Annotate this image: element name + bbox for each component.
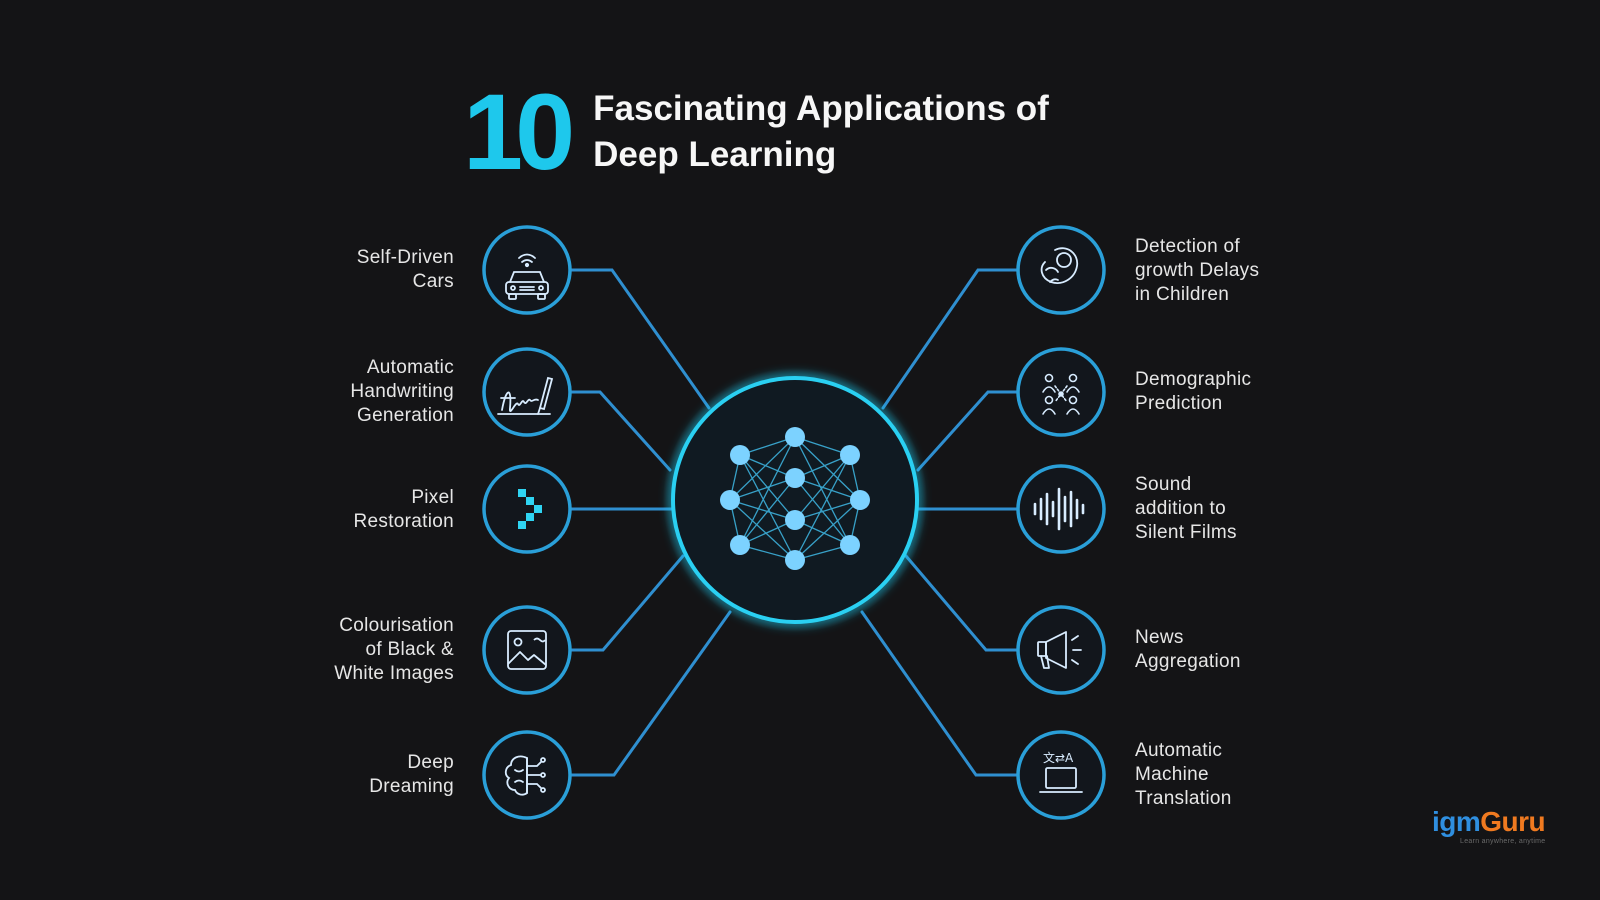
right-node-5: 文⇄A	[1016, 730, 1106, 820]
brand-tagline: Learn anywhere, anytime	[1460, 838, 1546, 845]
connector-right-1	[881, 268, 1019, 410]
image-icon	[507, 630, 547, 670]
label-line: Dreaming	[369, 776, 454, 797]
label-line: Automatic	[366, 357, 454, 378]
label-line: Handwriting	[350, 381, 454, 402]
title-line-1: Fascinating Applications of	[593, 89, 1049, 128]
label-line: Generation	[356, 405, 454, 426]
title-text: Fascinating Applications of Deep Learnin…	[593, 86, 1049, 178]
label-line: of Black &	[365, 639, 454, 660]
left-node-4	[482, 605, 572, 695]
label-right-1: Detection of growth Delays in Children	[1135, 235, 1259, 307]
label-line: Restoration	[353, 511, 454, 532]
translation-laptop-icon: 文⇄A	[1039, 750, 1083, 793]
right-node-1	[1016, 225, 1106, 315]
connector-left-4	[569, 554, 685, 652]
connector-left-5	[569, 610, 732, 777]
label-line: Self-Driven	[356, 247, 454, 268]
label-right-2: Demographic Prediction	[1135, 368, 1251, 416]
label-line: Sound	[1135, 474, 1192, 495]
central-hub	[663, 368, 927, 632]
title-number: 10	[463, 71, 575, 192]
label-line: Translation	[1135, 788, 1232, 809]
brain-circuit-icon	[504, 755, 546, 796]
title-block: 10 Fascinating Applications of Deep Lear…	[463, 78, 1049, 186]
megaphone-icon	[1037, 631, 1082, 669]
neural-network-icon	[720, 427, 870, 570]
label-line: News	[1135, 627, 1184, 648]
label-line: in Children	[1135, 284, 1230, 305]
connector-right-4	[904, 554, 1019, 652]
label-line: Cars	[412, 271, 454, 292]
right-node-4	[1016, 605, 1106, 695]
label-right-4: News Aggregation	[1135, 626, 1241, 674]
title-line-2: Deep Learning	[593, 135, 837, 174]
label-line: Pixel	[411, 487, 454, 508]
signature-pen-icon	[497, 376, 554, 415]
brand-logo-part-2: Guru	[1480, 806, 1546, 837]
right-node-2	[1016, 347, 1106, 437]
label-left-1: Self-Driven Cars	[357, 246, 454, 294]
sound-wave-icon	[1033, 487, 1085, 531]
label-line: addition to	[1135, 498, 1226, 519]
connector-right-5	[860, 610, 1019, 777]
label-right-3: Sound addition to Silent Films	[1135, 473, 1237, 545]
label-line: Machine	[1135, 764, 1209, 785]
connector-right-2	[916, 390, 1019, 472]
connector-left-2	[569, 390, 672, 472]
people-network-icon	[1042, 373, 1080, 415]
label-left-2: Automatic Handwriting Generation	[350, 356, 454, 428]
left-node-2	[482, 347, 572, 437]
right-node-3	[1016, 464, 1106, 554]
label-line: growth Delays	[1135, 260, 1260, 281]
label-line: Aggregation	[1135, 651, 1241, 672]
left-node-1	[482, 225, 572, 315]
svg-text:文⇄A: 文⇄A	[1043, 750, 1074, 765]
label-line: Detection of	[1135, 236, 1240, 257]
connector-lines	[569, 268, 1019, 777]
label-left-3: Pixel Restoration	[354, 486, 454, 534]
label-line: White Images	[334, 663, 454, 684]
label-right-5: Automatic Machine Translation	[1135, 739, 1232, 811]
label-line: Silent Films	[1135, 522, 1237, 543]
car-icon	[505, 253, 549, 300]
label-line: Deep	[407, 752, 454, 773]
label-line: Prediction	[1135, 393, 1223, 414]
brand-logo: igmGuru	[1432, 806, 1546, 838]
label-line: Automatic	[1135, 740, 1223, 761]
label-left-5: Deep Dreaming	[369, 751, 454, 799]
brand-logo-part-1: igm	[1432, 806, 1481, 837]
label-line: Demographic	[1135, 369, 1252, 390]
connector-left-1	[569, 268, 711, 410]
pixel-arrow-icon	[518, 489, 542, 529]
left-node-5	[482, 730, 572, 820]
label-left-4: Colourisation of Black & White Images	[334, 614, 454, 686]
label-line: Colourisation	[339, 615, 454, 636]
left-node-3	[482, 464, 572, 554]
fetus-icon	[1040, 247, 1079, 284]
